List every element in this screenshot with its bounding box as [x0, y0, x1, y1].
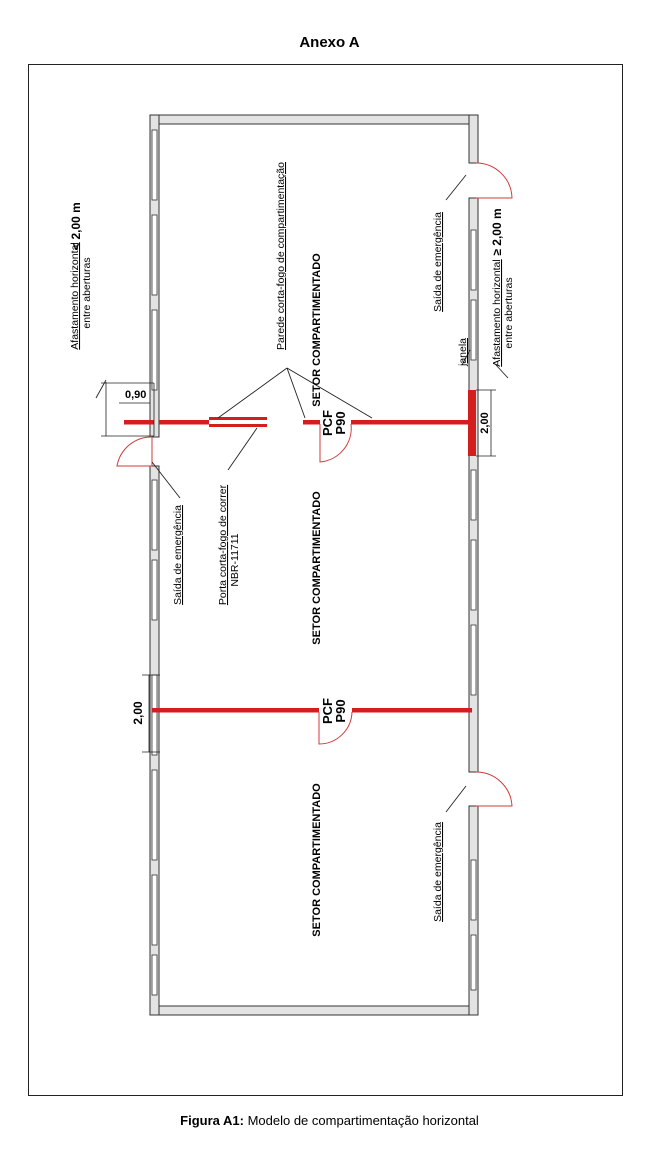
left-wall-windows: [151, 129, 158, 996]
lower-firewall-right: [352, 708, 472, 713]
spacing-right-value: ≥ 2,00 m: [490, 208, 504, 255]
caption-text: Modelo de compartimentação horizontal: [243, 1113, 479, 1128]
emergency-door-left: [116, 436, 153, 467]
emergency-door-top-right: [475, 162, 513, 199]
dimension-label-2-00-left: 2,00: [131, 701, 145, 725]
wall-label: Parede corta-fogo de compartimentação: [275, 162, 287, 350]
sector-label-middle: SETOR COMPARTIMENTADO: [311, 491, 323, 645]
sliding-door-rail: [209, 417, 267, 420]
sliding-door-standard: NBR-11711: [229, 533, 241, 586]
dimension-0-90: [101, 382, 155, 437]
dimension-label-2-00-right: 2,00: [479, 412, 491, 433]
caption-label: Figura A1:: [180, 1113, 244, 1128]
firewall-segment-c: [351, 420, 471, 425]
emergency-exit-label-bottom-right: Saída de emergência: [432, 822, 444, 922]
firewall-right-pier: [468, 390, 476, 456]
dimension-2-00-left: [142, 674, 160, 753]
leader-lines: [95, 174, 509, 813]
emergency-door-bottom-right: [475, 771, 513, 807]
right-wall-windows: [470, 229, 477, 991]
sector-label-bottom: SETOR COMPARTIMENTADO: [311, 783, 323, 937]
sliding-door-label: Porta corta-fogo de correr: [217, 484, 229, 605]
window-label: janela: [457, 338, 469, 367]
fire-door-bottom-line2: P90: [333, 699, 348, 722]
fire-door-top-line1: PCF: [320, 410, 335, 436]
upper-firewall: [124, 390, 476, 456]
dimension-label-0-90: 0,90: [125, 389, 146, 401]
emergency-exit-label-top-right: Saída de emergência: [432, 212, 444, 312]
top-wall: [149, 114, 479, 125]
sliding-door-leaf: [209, 424, 267, 427]
spacing-right-line1: Afastamento horizontal: [491, 259, 503, 366]
fire-door-top-line2: P90: [333, 411, 348, 434]
firewall-segment-a: [159, 420, 209, 425]
bottom-wall: [149, 1005, 479, 1016]
spacing-left-line2: entre aberturas: [81, 257, 93, 328]
emergency-exit-label-left: Saída de emergência: [172, 505, 184, 605]
spacing-right-line2: entre aberturas: [503, 277, 515, 348]
page-title: Anexo A: [299, 34, 360, 51]
dimension-2-00-right: [476, 389, 496, 457]
figure-caption: Figura A1: Modelo de compartimentação ho…: [0, 1113, 659, 1128]
spacing-left-value: < 2,00 m: [69, 202, 83, 250]
lower-firewall-left: [152, 708, 319, 713]
right-wall-upper: [468, 114, 479, 164]
upper-fire-door: [319, 423, 352, 463]
fire-door-bottom-line1: PCF: [320, 698, 335, 724]
spacing-left-line1: Afastamento horizontal: [69, 242, 81, 349]
sector-label-top: SETOR COMPARTIMENTADO: [311, 253, 323, 407]
lower-firewall: [152, 708, 472, 713]
firewall-left-stub: [124, 420, 154, 425]
firewall-segment-b: [303, 420, 320, 425]
lower-fire-door: [318, 711, 353, 745]
figure-frame: [28, 64, 623, 1096]
